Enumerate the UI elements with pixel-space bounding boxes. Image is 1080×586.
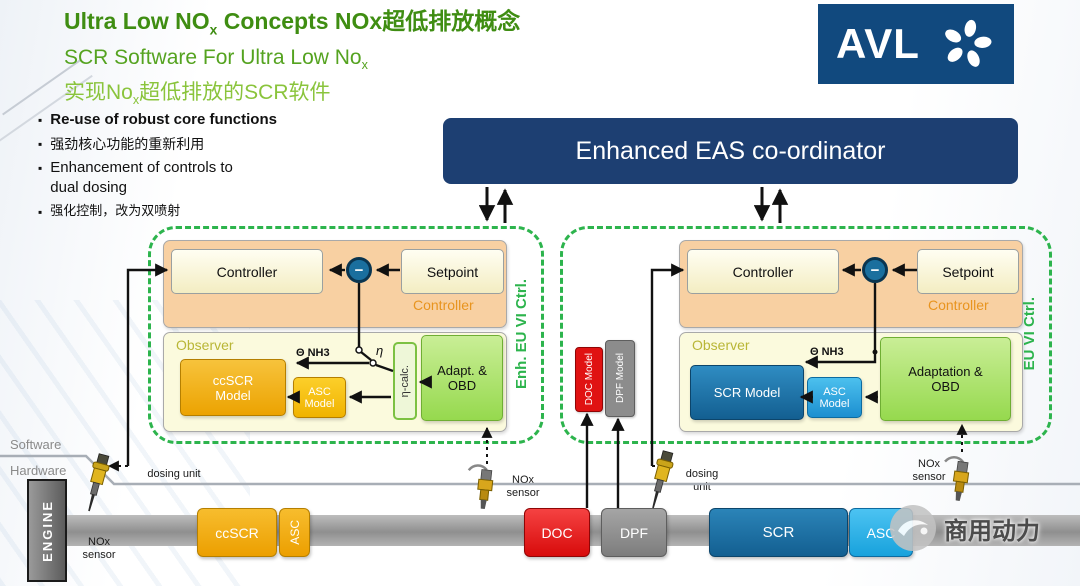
bullet-item: 强化控制，改为双喷射	[38, 202, 278, 222]
left-eta-label: η	[376, 343, 384, 358]
nox-sensor-label-1: NOx sensor	[82, 536, 116, 561]
right-control-system-frame	[560, 226, 1052, 444]
left-ccscr-model-box: ccSCR Model	[180, 359, 286, 416]
left-theta-nh3-label: Θ NH3	[296, 347, 330, 359]
hw-ccscr-box: ccSCR	[197, 508, 277, 557]
right-system-side-label: EU VI Ctrl.	[1020, 297, 1038, 371]
right-observer-caption: Observer	[692, 337, 750, 353]
left-system-side-label: Enh. EU VI Ctrl.	[512, 278, 530, 389]
engine-block: ENGINE	[27, 479, 67, 582]
hw-dpf-box: DPF	[601, 508, 667, 557]
bullet-list: Re-use of robust core functions 强劲核心功能的重…	[38, 110, 278, 226]
dosing-injector-icon-2	[644, 449, 677, 511]
title-line-1: Ultra Low NOx Concepts NOx超低排放概念	[64, 8, 521, 38]
avl-logo: AVL	[818, 4, 1014, 84]
left-asc-model-box: ASC Model	[293, 377, 346, 418]
nox-sensor-label-3: NOx sensor	[912, 458, 946, 483]
title-line-3: 实现Nox超低排放的SCR软件	[64, 80, 331, 107]
right-asc-model-box: ASC Model	[807, 377, 862, 418]
bullet-item: 强劲核心功能的重新利用	[38, 134, 278, 154]
left-sum-junction: −	[346, 257, 372, 283]
left-setpoint-box: Setpoint	[401, 249, 504, 294]
right-controller-box: Controller	[687, 249, 839, 294]
left-controller-caption: Controller	[413, 297, 474, 313]
hw-doc-box: DOC	[524, 508, 590, 557]
right-theta-nh3-label: Θ NH3	[810, 346, 844, 358]
hw-asc-left-box: ASC	[279, 508, 310, 557]
left-observer-caption: Observer	[176, 337, 234, 353]
right-setpoint-box: Setpoint	[917, 249, 1019, 294]
hardware-layer-label: Hardware	[10, 463, 67, 478]
eas-coordinator-box: Enhanced EAS co-ordinator	[443, 118, 1018, 184]
avl-swirl-icon	[945, 19, 992, 67]
dosing-unit-label-2: dosing unit	[685, 468, 719, 493]
doc-model-box: DOC Model	[575, 347, 603, 412]
dpf-model-box: DPF Model	[605, 340, 635, 417]
avl-logo-text: AVL	[836, 20, 920, 67]
bullet-text: 强化控制，改为双喷射	[50, 203, 181, 218]
bullet-text: 强劲核心功能的重新利用	[50, 136, 205, 152]
right-scr-model-box: SCR Model	[690, 365, 804, 420]
watermark: 商用动力	[888, 503, 1040, 553]
watermark-text: 商用动力	[944, 517, 1040, 545]
title-line-2: SCR Software For Ultra Low Nox	[64, 45, 368, 72]
page-title: Ultra Low NOx Concepts NOx超低排放概念 SCR Sof…	[64, 8, 520, 114]
left-controller-box: Controller	[171, 249, 323, 294]
watermark-logo-icon	[890, 505, 936, 551]
nox-sensor-icon-1	[463, 463, 496, 511]
bullet-text: Re-use of robust core functions	[50, 111, 277, 128]
left-adapt-obd-box: Adapt. & OBD	[421, 335, 503, 421]
bullet-item: Re-use of robust core functions	[38, 110, 278, 130]
bullet-item: Enhancement of controls to dual dosing	[38, 158, 263, 198]
right-adaptation-obd-box: Adaptation & OBD	[880, 337, 1011, 421]
right-controller-caption: Controller	[928, 297, 989, 313]
right-sum-junction: −	[862, 257, 888, 283]
nox-sensor-label-2: NOx sensor	[506, 474, 540, 499]
eta-calc-box: η-calc.	[393, 342, 417, 420]
software-layer-label: Software	[10, 437, 62, 452]
hw-scr-box: SCR	[709, 508, 848, 557]
dosing-unit-label-1: dosing unit	[147, 468, 201, 480]
bullet-text: Enhancement of controls to dual dosing	[50, 159, 233, 196]
coordinator-arrows	[478, 187, 789, 223]
